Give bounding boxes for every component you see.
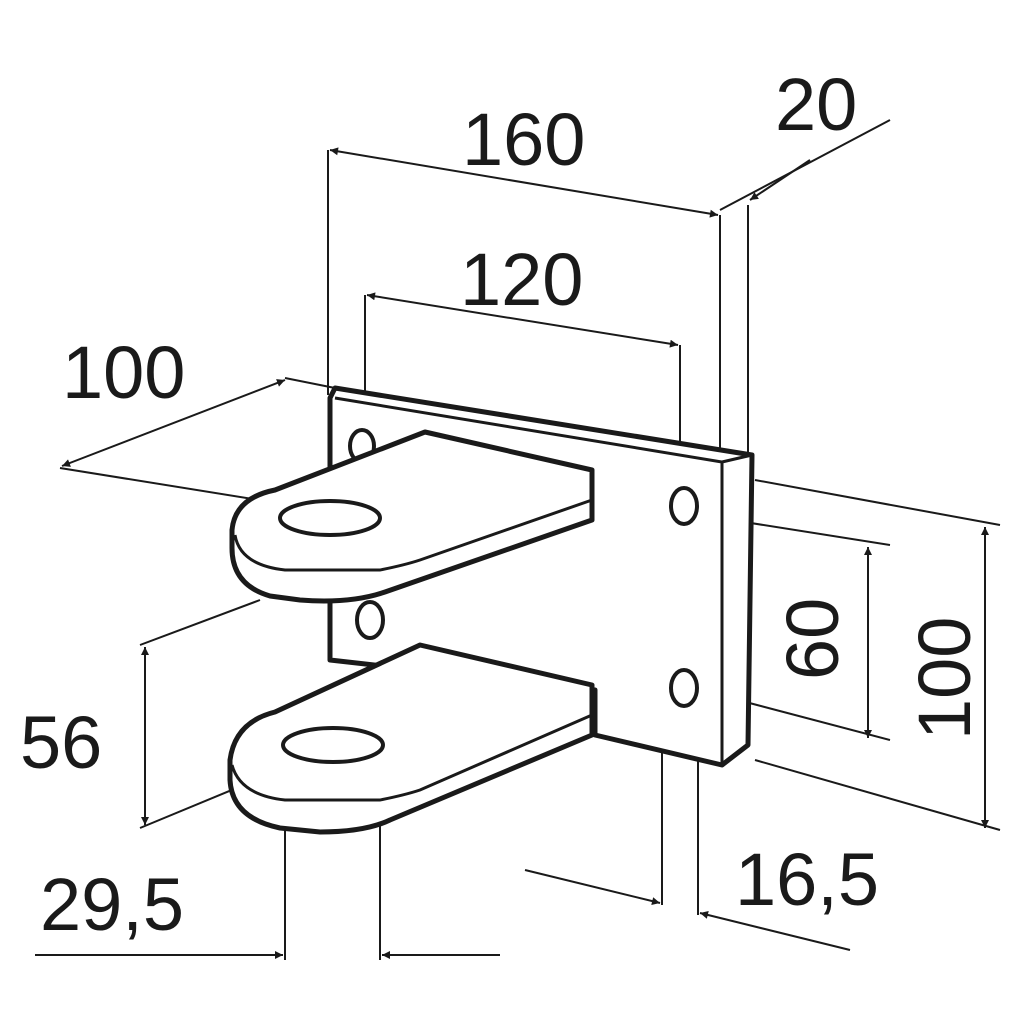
mounting-hole — [669, 486, 699, 526]
pin-hole — [281, 726, 385, 764]
dim-plate-width: 160 — [462, 98, 585, 181]
upper-arm — [229, 429, 595, 604]
pin-hole — [278, 499, 382, 537]
mounting-hole — [669, 668, 699, 708]
dim-hole-spacing-horizontal: 120 — [460, 238, 583, 321]
dim-plate-height: 100 — [903, 617, 986, 740]
dim-arm-gap: 56 — [20, 701, 102, 784]
dim-plate-thickness: 20 — [775, 63, 857, 146]
dim-hole-spacing-vertical: 60 — [771, 598, 854, 680]
dim-arm-length: 100 — [62, 331, 185, 414]
dimension-lines — [35, 147, 989, 959]
dim-pin-hole-diameter: 29,5 — [40, 863, 184, 946]
dim-hole-offset: 16,5 — [735, 838, 879, 921]
mounting-hole — [355, 600, 385, 640]
lower-arm — [227, 642, 595, 835]
